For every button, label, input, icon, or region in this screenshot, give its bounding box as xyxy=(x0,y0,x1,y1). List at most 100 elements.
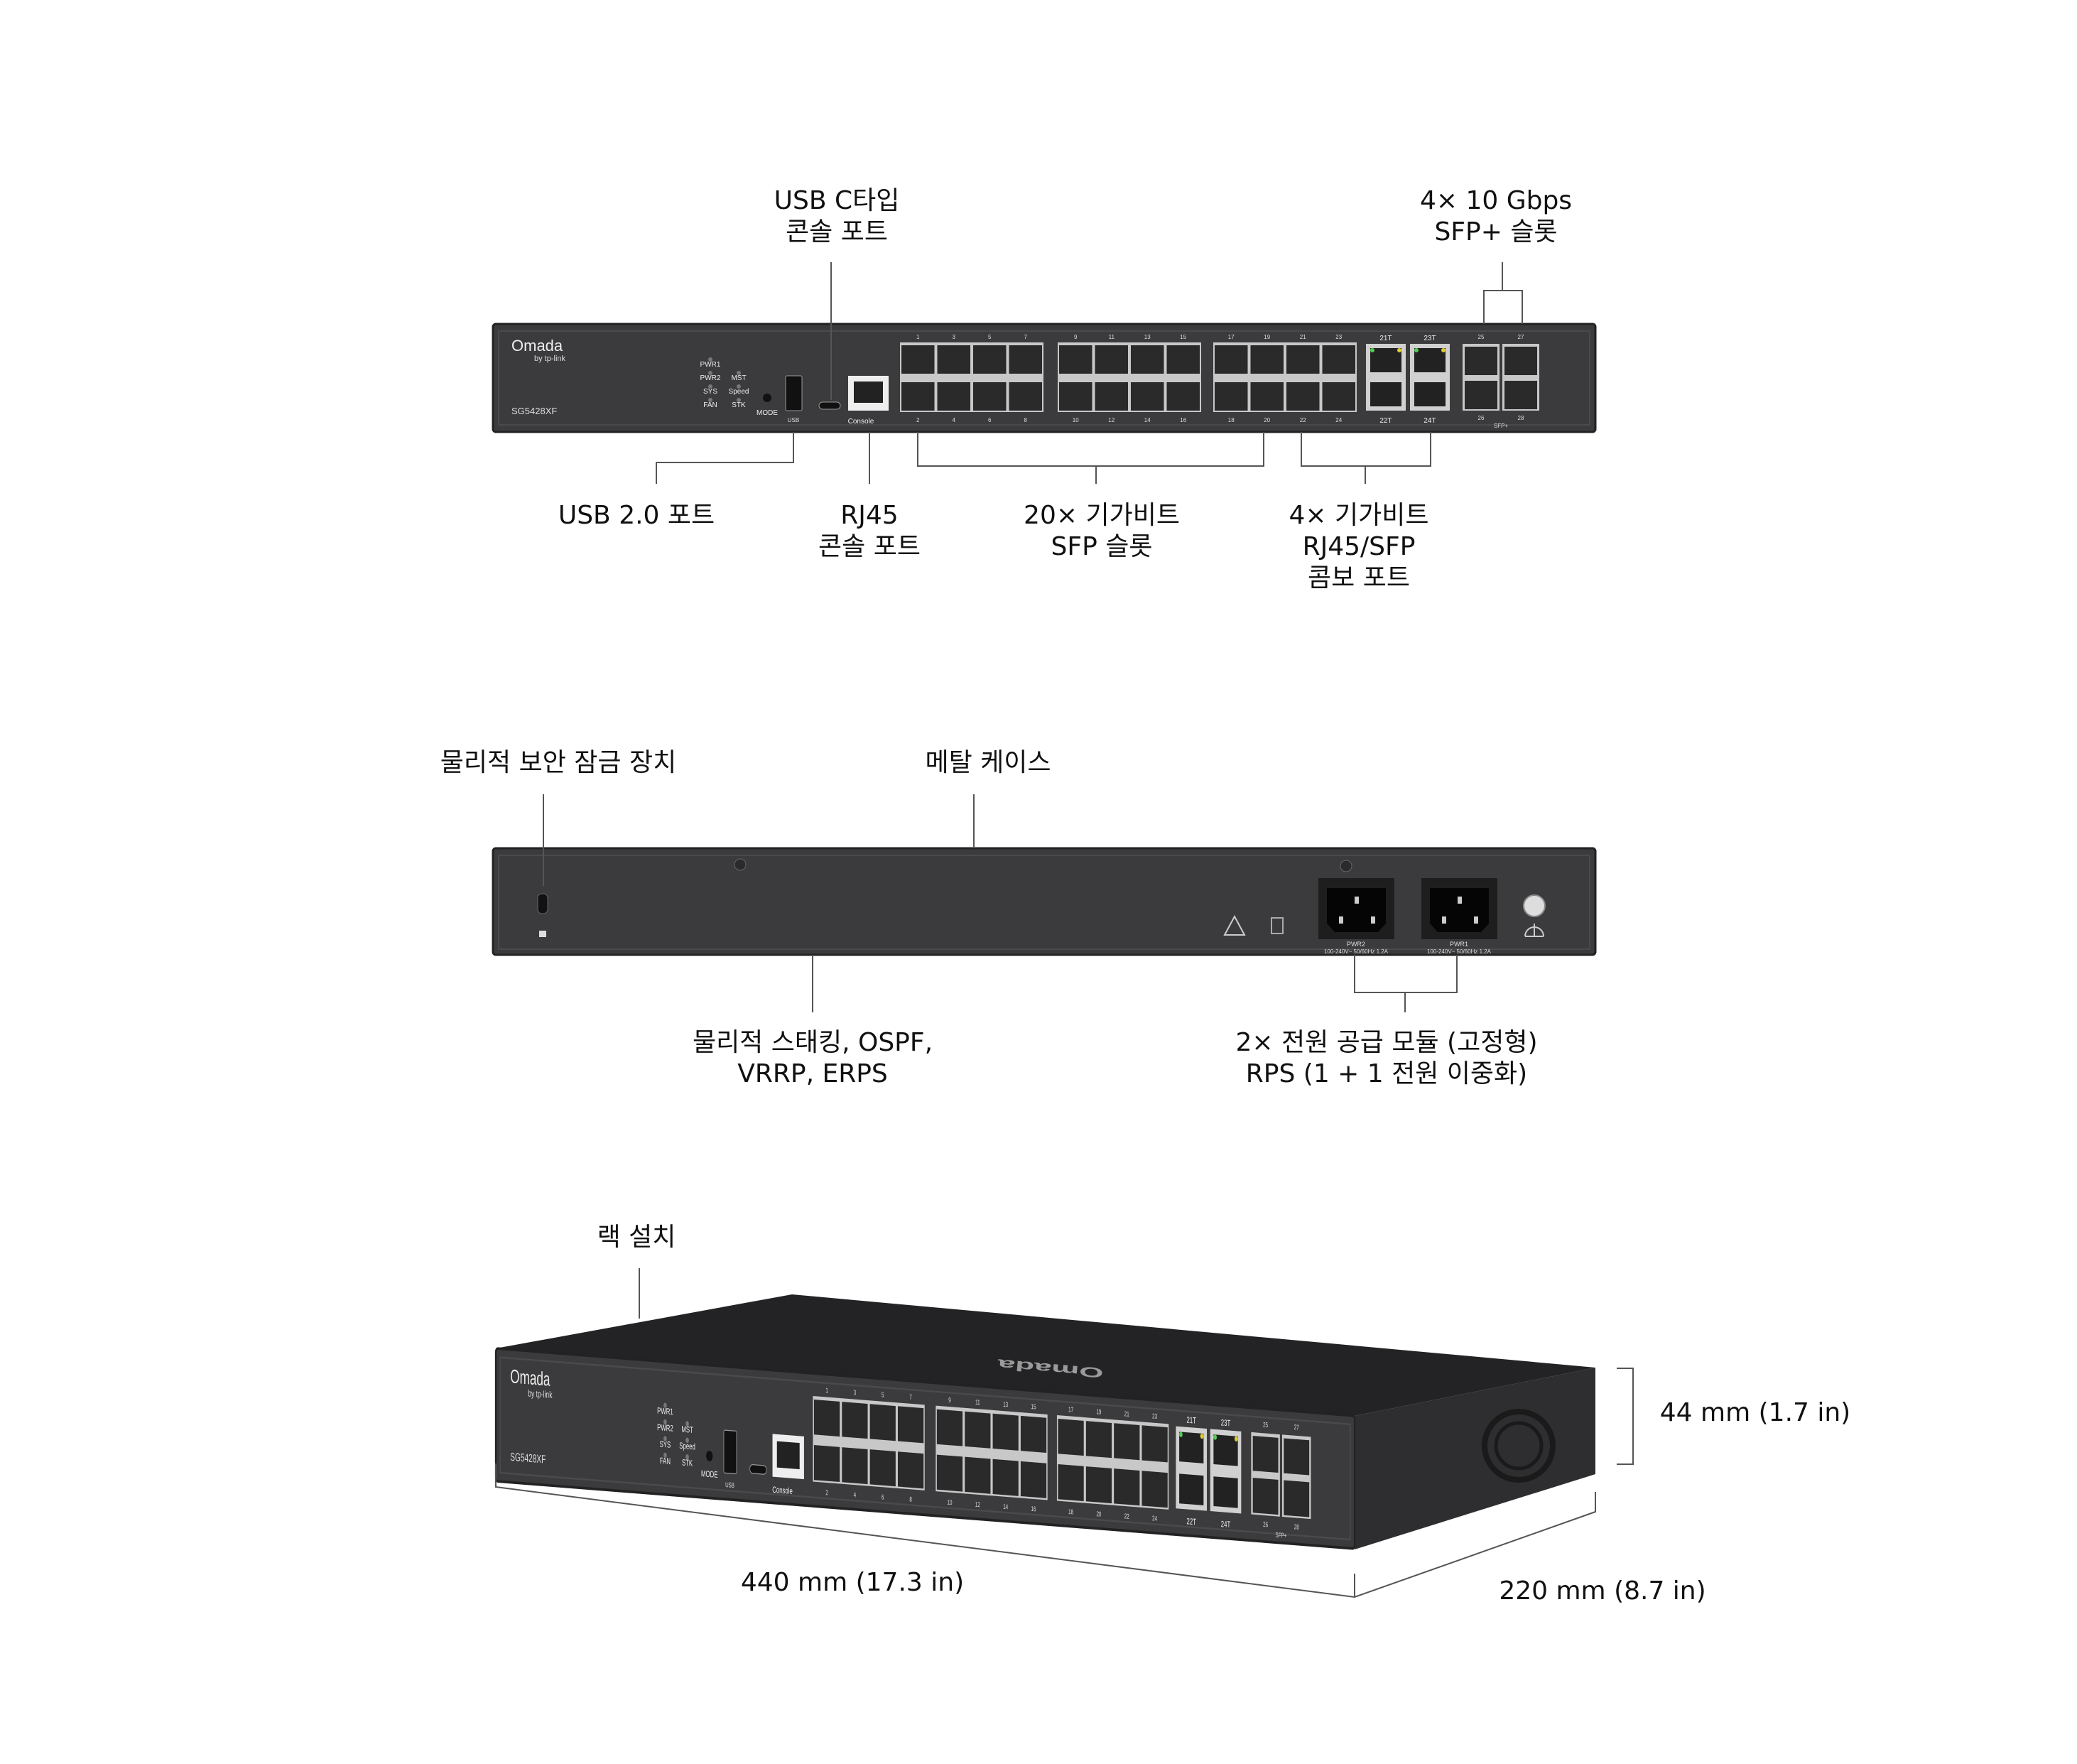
sfp-slot xyxy=(1286,345,1320,374)
front-panel: Omada by tp-link SG5428XF PWR1PWR2SYSFAN… xyxy=(492,323,1597,433)
led-indicator xyxy=(708,384,712,389)
model-label: SG5428XF xyxy=(511,406,557,416)
sfp-slot xyxy=(1166,382,1200,411)
sfp-slot xyxy=(897,1406,924,1444)
sfp-cage-group xyxy=(813,1396,925,1490)
port-number: 26 xyxy=(1478,415,1485,421)
rear-callout-lines xyxy=(543,794,1458,1012)
sfp-slot xyxy=(1009,382,1042,411)
port-number: 16 xyxy=(1031,1505,1036,1513)
sfp-slot xyxy=(1059,382,1092,411)
usb-port xyxy=(785,375,803,411)
act-led xyxy=(1441,348,1446,352)
port-number: 9 xyxy=(948,1396,951,1404)
led-label: FAN xyxy=(660,1456,671,1466)
sfp-slot xyxy=(813,1445,840,1483)
port-number: 23T xyxy=(1423,335,1436,342)
screw-icon xyxy=(1340,860,1352,872)
sfp-slot xyxy=(1114,1423,1140,1461)
led-indicator xyxy=(708,398,712,402)
usbc-console-port xyxy=(818,401,841,410)
sfp-slot xyxy=(1095,345,1128,374)
combo-rj45-port xyxy=(1414,348,1446,372)
led-label: PWR2 xyxy=(657,1423,673,1434)
link-led xyxy=(1179,1432,1183,1437)
port-number: 25 xyxy=(1263,1421,1268,1429)
ground-screw xyxy=(1523,894,1546,917)
port-number: 7 xyxy=(1024,334,1028,340)
front-callout-lines xyxy=(656,262,1523,484)
port-number: 6 xyxy=(882,1493,884,1501)
mode-label: MODE xyxy=(701,1470,717,1481)
sfpplus-slot xyxy=(1252,1478,1279,1515)
sfp-slot xyxy=(1009,345,1042,374)
combo-rj45-port xyxy=(1179,1432,1204,1463)
port-number: 23 xyxy=(1152,1412,1157,1420)
led-label: PWR1 xyxy=(700,361,721,369)
rj45-socket xyxy=(854,382,883,403)
port-number: 13 xyxy=(1003,1401,1008,1409)
rj45-socket xyxy=(776,1441,800,1470)
port-number: 1 xyxy=(916,334,920,340)
port-number: 17 xyxy=(1068,1406,1073,1414)
port-number: 21 xyxy=(1124,1410,1129,1418)
port-number: 3 xyxy=(854,1389,857,1397)
console-label: Console xyxy=(848,418,874,426)
port-number: 24T xyxy=(1221,1520,1231,1530)
led-indicator xyxy=(708,371,712,375)
link-led xyxy=(1414,348,1419,352)
usb-port xyxy=(723,1429,737,1475)
perspective-switch: Omada Omada by tp-link SG5428XF PWR1PWR2… xyxy=(494,1294,1595,1550)
sfpplus-slot xyxy=(1504,347,1537,375)
port-number: 16 xyxy=(1180,417,1186,423)
port-number: 4 xyxy=(854,1491,857,1499)
lock-icon xyxy=(539,931,546,937)
port-number: 2 xyxy=(916,417,920,423)
port-number: 13 xyxy=(1144,334,1151,340)
sfp-slot xyxy=(973,382,1007,411)
led-label: STK xyxy=(682,1459,693,1468)
sfp-slot xyxy=(1286,382,1320,411)
sfp-slot xyxy=(1085,1421,1112,1459)
ground-icon xyxy=(1524,924,1544,937)
metal-case-label: 메탈 케이스 xyxy=(925,748,1051,777)
port-number: 26 xyxy=(1263,1521,1268,1529)
port-number: 6 xyxy=(988,417,992,423)
fan-vent xyxy=(1482,1409,1556,1483)
port-number: 5 xyxy=(988,334,992,340)
led-label: Speed xyxy=(729,388,749,396)
pwr2-rating: 100-240V~ 50/60Hz 1.2A xyxy=(1324,948,1389,955)
port-number: 8 xyxy=(909,1495,912,1503)
port-number: 24 xyxy=(1152,1515,1157,1522)
port-number: 28 xyxy=(1518,415,1524,421)
mode-button xyxy=(706,1451,713,1461)
port-number: 9 xyxy=(1074,334,1078,340)
mode-button xyxy=(763,394,771,402)
led-label: SYS xyxy=(660,1440,671,1450)
sfp-slot xyxy=(1131,345,1164,374)
sfp-cage-group xyxy=(1056,1414,1169,1510)
stacking-label: 물리적 스태킹, OSPF,VRRP, ERPS xyxy=(692,1028,933,1088)
port-number: 14 xyxy=(1144,417,1151,423)
port-number: 21T xyxy=(1187,1416,1197,1426)
usb-label: USB xyxy=(788,417,799,423)
model-label: SG5428XF xyxy=(510,1450,546,1466)
act-led xyxy=(1234,1436,1238,1442)
combo-rj45-port xyxy=(1414,382,1446,406)
console-label: Console xyxy=(772,1486,793,1496)
sfp-slot xyxy=(937,345,970,374)
power-module-pwr1 xyxy=(1421,878,1497,939)
combo-rj45-port xyxy=(1213,1434,1238,1466)
led-indicator xyxy=(685,1421,689,1427)
led-indicator xyxy=(737,398,741,402)
port-number: 23 xyxy=(1335,334,1342,340)
led-label: FAN xyxy=(703,401,717,409)
port-number: 8 xyxy=(1024,417,1028,423)
port-number: 24T xyxy=(1423,417,1436,425)
sfp-slot xyxy=(842,1402,868,1439)
port-number: 20 xyxy=(1264,417,1270,423)
sfpplus-slot xyxy=(1284,1438,1310,1476)
rack-mount-label: 랙 설치 xyxy=(597,1223,676,1252)
port-number: 3 xyxy=(953,334,956,340)
